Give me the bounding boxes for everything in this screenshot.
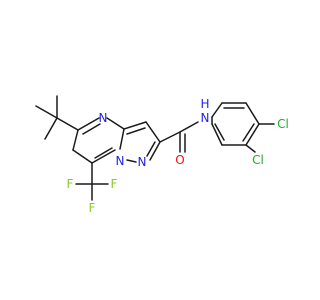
pyrimidine-ring [72, 117, 125, 164]
atom-f3: F [89, 201, 96, 215]
bond [211, 123, 223, 146]
bond [44, 117, 58, 140]
tert-butyl-group [35, 95, 79, 140]
molecule-diagram: N N N N H O Cl Cl F F F [35, 95, 289, 215]
atom-f1: F [67, 177, 74, 191]
bond [82, 123, 101, 135]
bond [91, 149, 116, 164]
atom-cl1: Cl [277, 117, 289, 131]
carboxamide-group [159, 121, 199, 153]
atom-cl2: Cl [252, 153, 264, 167]
atom-n3: N [138, 155, 147, 169]
dichlorophenyl-ring [211, 102, 275, 153]
bond [35, 105, 58, 119]
bond [179, 121, 199, 133]
atom-f2: F [111, 177, 118, 191]
bond [149, 141, 161, 161]
bond [245, 102, 260, 125]
bond [119, 128, 125, 150]
bond [77, 117, 100, 131]
atom-n2: N [116, 154, 125, 168]
pyrazole-ring [123, 121, 161, 163]
bond [145, 121, 161, 143]
bond [126, 159, 137, 163]
bond [72, 129, 79, 151]
bond [211, 102, 223, 118]
bond [56, 117, 79, 131]
bond [94, 147, 113, 159]
bond [159, 131, 181, 143]
atom-o: O [175, 153, 184, 167]
bond [245, 123, 260, 146]
bond [146, 141, 156, 157]
atom-h: H [200, 97, 209, 111]
bond [123, 121, 147, 130]
bond [72, 149, 93, 164]
atom-nh: N [201, 111, 210, 125]
bond [214, 123, 225, 141]
bond [126, 127, 146, 135]
bond [106, 117, 125, 130]
bond [245, 144, 256, 153]
trifluoromethyl-group [75, 162, 109, 201]
bond [242, 123, 255, 142]
atom-n1: N [99, 111, 108, 125]
